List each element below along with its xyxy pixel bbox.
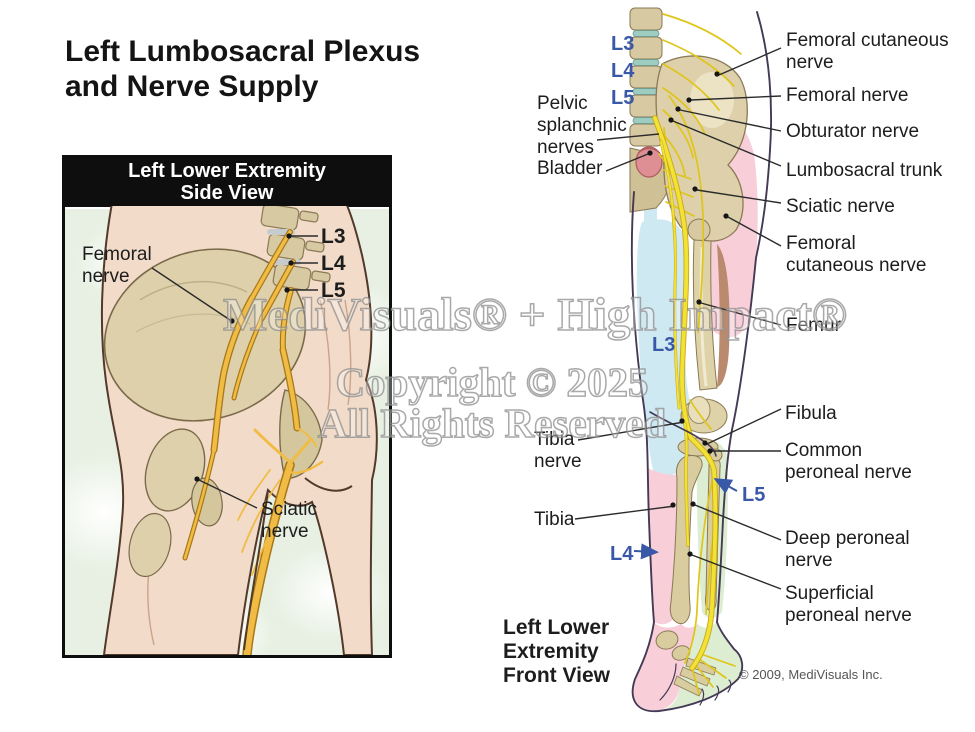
dermatome-regions <box>633 90 758 711</box>
body-outline-front <box>630 11 773 713</box>
label-pelvic-splanchnic-nerves: Pelvic splanchnic nerves <box>537 93 627 158</box>
lumbar-spine-front <box>629 7 674 213</box>
dermatome-label-l5: L5 <box>742 484 766 506</box>
label-obturator-nerve: Obturator nerve <box>786 121 920 142</box>
leg-bones <box>655 437 723 697</box>
label-common-peroneal-nerve: Common peroneal nerve <box>785 440 912 483</box>
side-label-l3: L3 <box>321 225 346 248</box>
dermatome-green-leg <box>696 441 728 618</box>
label-bladder: Bladder <box>537 158 603 179</box>
spine-level-l5: L5 <box>611 87 635 109</box>
label-sciatic-nerve: Sciatic nerve <box>786 196 895 217</box>
bladder-shape <box>635 146 663 178</box>
dermatome-arrows <box>633 478 738 560</box>
label-tibia: Tibia <box>534 509 575 530</box>
label-lumbosacral-trunk: Lumbosacral trunk <box>786 160 943 181</box>
label-superficial-peroneal-nerve: Superficial peroneal nerve <box>785 583 912 626</box>
spine-level-l3: L3 <box>611 33 635 55</box>
femur-bone <box>680 239 730 434</box>
copyright-notice: © 2009, MediVisuals Inc. <box>739 667 883 682</box>
side-label-femoral-nerve: Femoral nerve <box>82 244 152 287</box>
hip-bone-front <box>655 55 748 242</box>
label-fibula: Fibula <box>785 403 837 424</box>
side-label-sciatic-nerve: Sciatic nerve <box>261 499 317 542</box>
label-femoral-cutaneous-nerve-upper: Femoral cutaneous nerve <box>786 30 949 73</box>
front-view-illustration <box>629 7 773 713</box>
spine-level-l4: L4 <box>611 60 635 82</box>
page-title: Left Lumbosacral Plexus and Nerve Supply <box>65 35 421 103</box>
side-label-l4: L4 <box>321 252 346 275</box>
label-femoral-nerve: Femoral nerve <box>786 85 909 106</box>
sacrum <box>629 147 674 213</box>
side-view-panel-title: Left Lower Extremity Side View <box>65 158 389 209</box>
dermatome-green-foot <box>660 622 743 710</box>
dermatome-pink-leg <box>647 468 680 625</box>
dermatome-label-l4: L4 <box>610 543 634 565</box>
label-tibia-nerve: Tibia nerve <box>534 429 582 472</box>
label-femoral-cutaneous-nerve-lower: Femoral cutaneous nerve <box>786 233 927 276</box>
dermatome-pink-thigh <box>692 90 758 338</box>
side-label-l5: L5 <box>321 279 346 302</box>
dermatome-blue-pelvis <box>644 183 657 225</box>
dermatome-label-l3: L3 <box>652 334 676 356</box>
front-view-title: Left Lower Extremity Front View <box>503 616 610 687</box>
label-femur: Femur <box>786 315 841 336</box>
dermatome-pink-foot <box>633 622 698 711</box>
label-deep-peroneal-nerve: Deep peroneal nerve <box>785 528 910 571</box>
